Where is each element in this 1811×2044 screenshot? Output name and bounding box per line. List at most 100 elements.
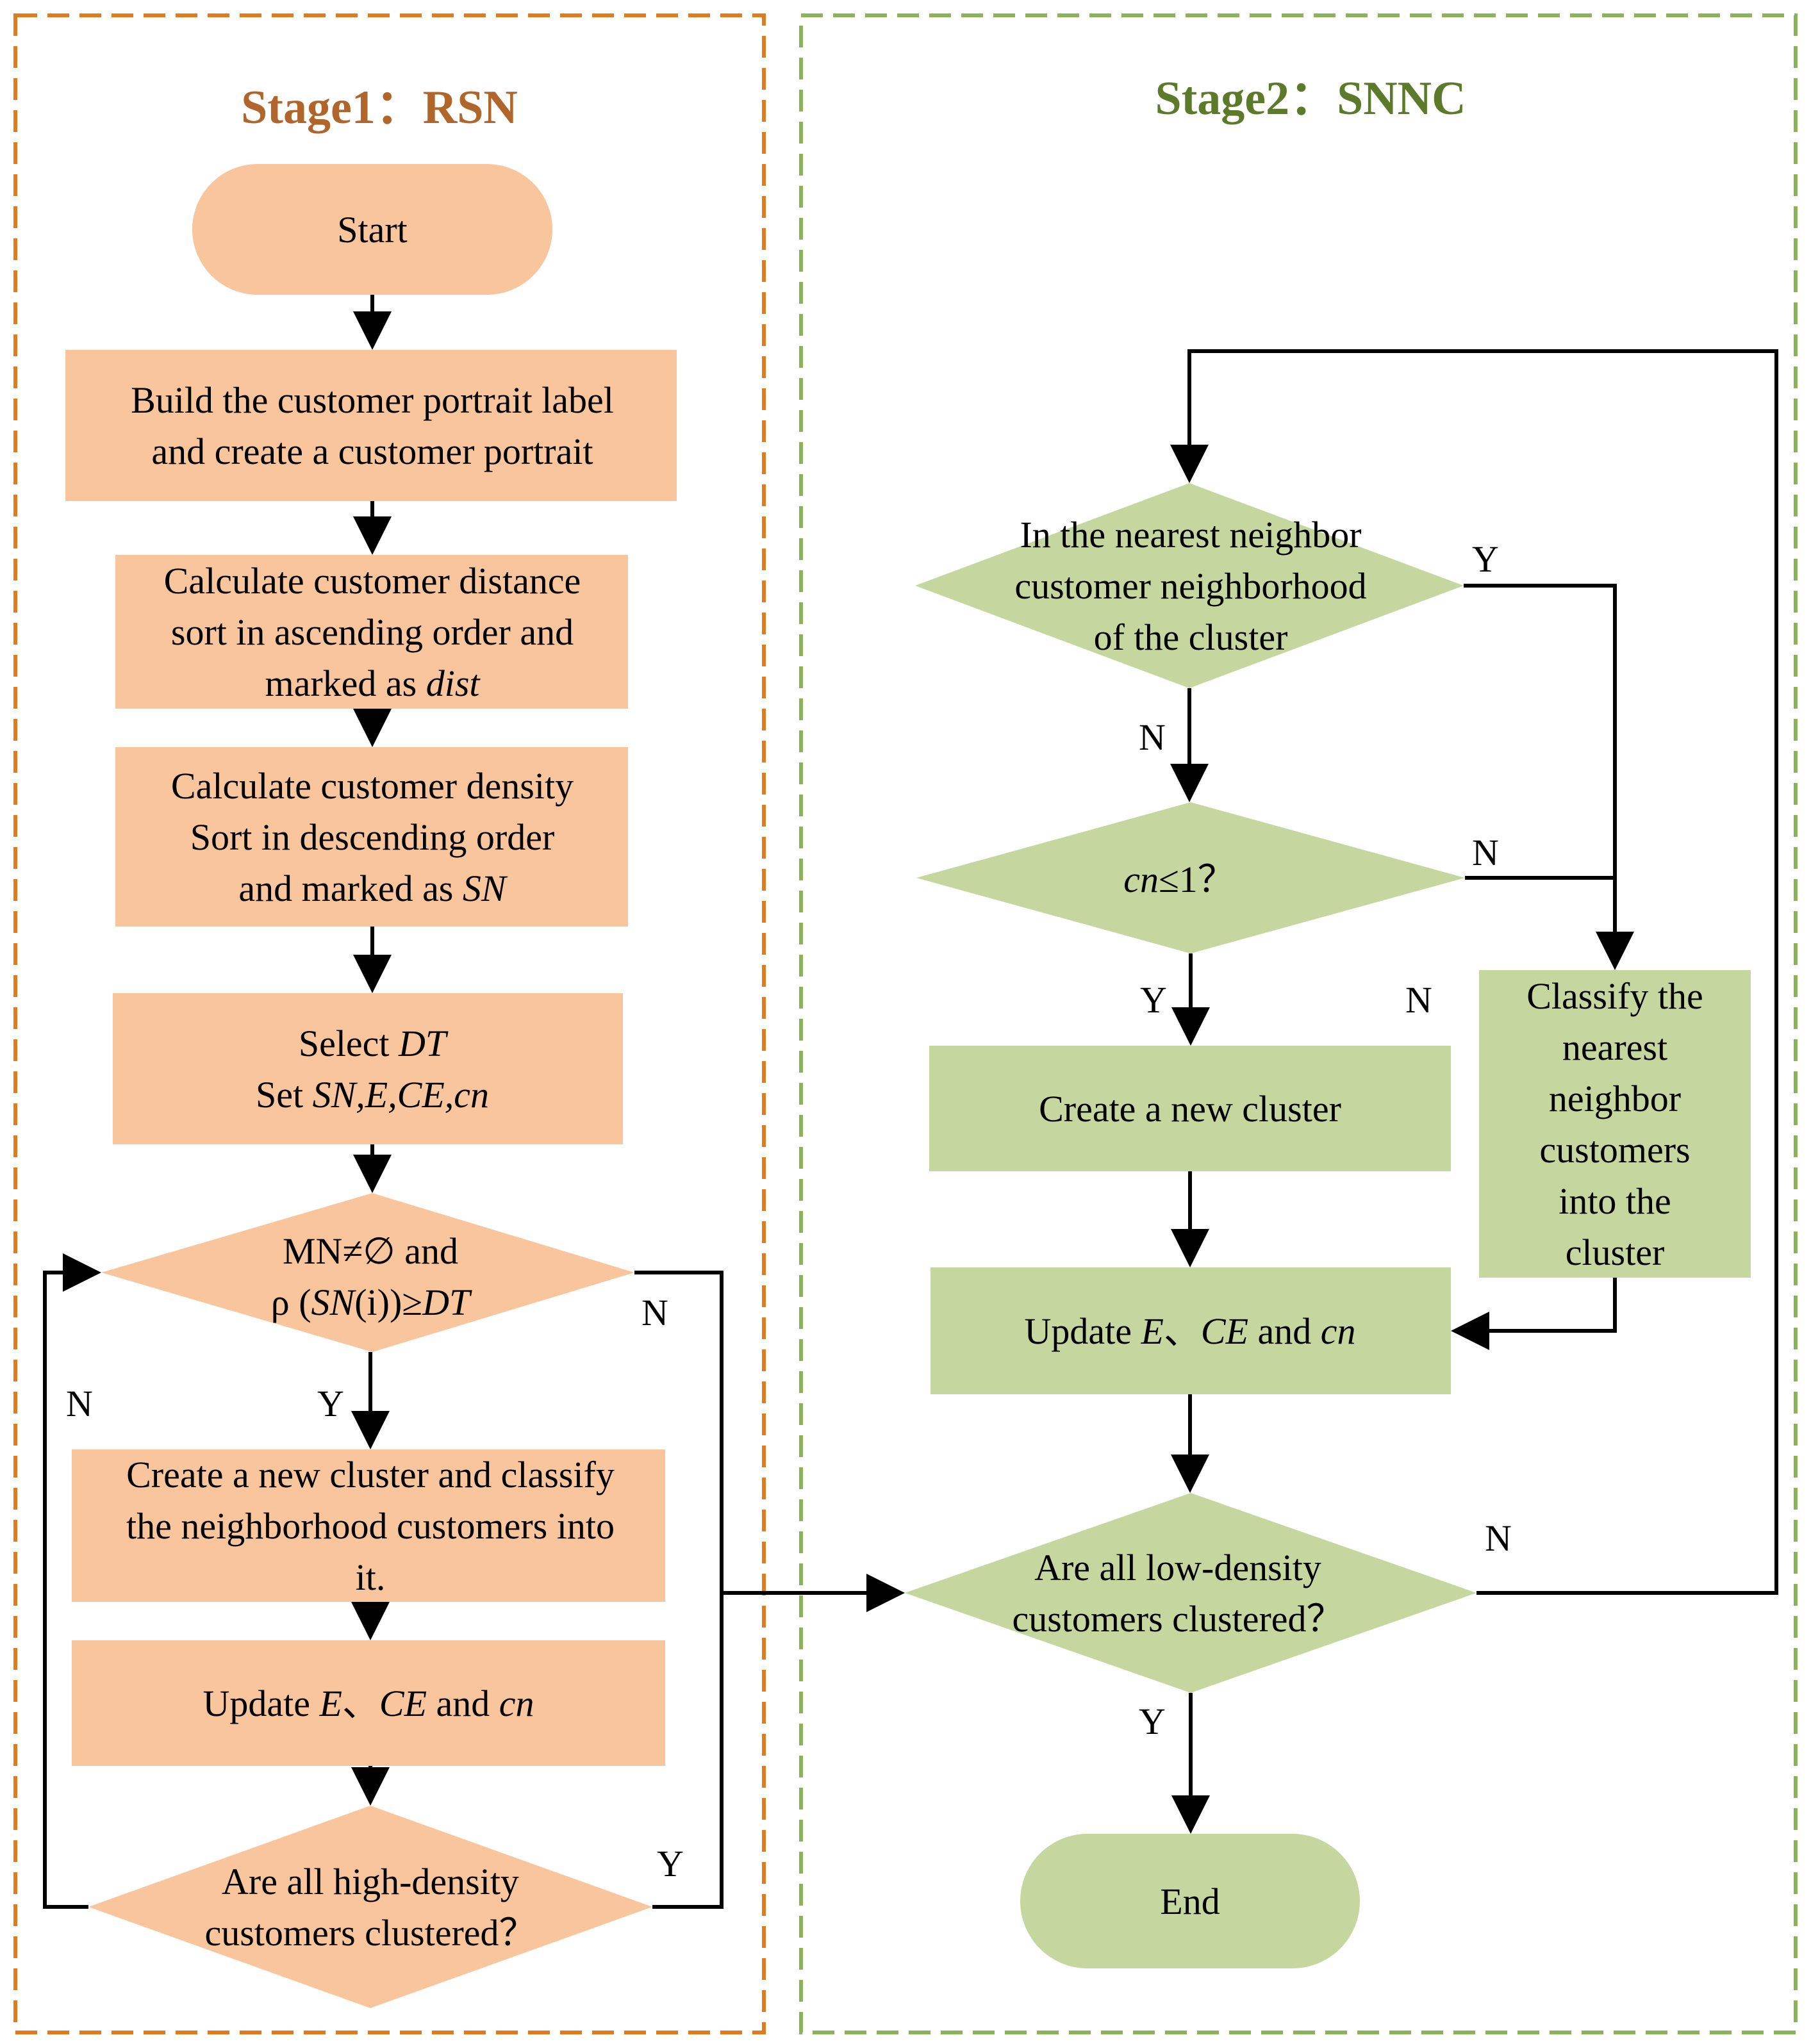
node-text-run: CE [1201, 1310, 1248, 1352]
node-text-run: Calculate customer distance [164, 560, 581, 602]
edge-classify-update2 [1451, 1278, 1617, 1350]
cond-nn-diamond [915, 483, 1464, 688]
node-text-run: neighbor [1549, 1078, 1681, 1119]
node-text-run: and [427, 1683, 499, 1724]
node-text-line: it. [356, 1556, 386, 1598]
node-text-run: nearest [1562, 1026, 1667, 1068]
node-text-run: Select [299, 1023, 399, 1064]
label-nn-no: N [1139, 716, 1166, 758]
node-text-line: sort in ascending order and [171, 611, 574, 653]
node-text-line: Calculate customer density [171, 765, 574, 807]
node-text-run: Start [337, 209, 408, 251]
node-text-run: Build the customer portrait label [131, 379, 614, 421]
node-text-run: Update [1024, 1310, 1141, 1352]
node-text-line: the neighborhood customers into [126, 1505, 615, 1547]
cond-cn-label: cn≤1？ [1123, 859, 1235, 900]
label-cn-no: N [1472, 832, 1499, 873]
node-text-run: DT [422, 1282, 472, 1323]
update1-box [72, 1640, 665, 1766]
node-text-line: Start [337, 209, 408, 251]
calc-density-box [115, 747, 628, 927]
node-text-run: Are all low-density [1034, 1547, 1321, 1588]
node-text-line: Update E、CE and cn [1024, 1310, 1355, 1352]
node-text-line: neighbor [1549, 1078, 1681, 1119]
edge-loop-top [1170, 349, 1778, 1595]
node-text-run: it. [356, 1556, 386, 1598]
node-text-run: customers [1539, 1129, 1690, 1171]
node-text-line: Build the customer portrait label [131, 379, 614, 421]
update1-label: Update E、CE and cn [203, 1683, 534, 1724]
node-text-line: End [1160, 1881, 1220, 1922]
cond-mn-label: MN≠∅ and ρ (SN(i))≥DT [271, 1230, 472, 1323]
start-label: Start [337, 209, 408, 251]
node-text-line: Calculate customer distance [164, 560, 581, 602]
node-text-line: customer neighborhood [1014, 565, 1366, 607]
node-text-run: cn [1123, 859, 1159, 900]
node-text-run: SN,E,CE,cn [313, 1074, 489, 1116]
node-text-run: customers clustered？ [1012, 1598, 1343, 1640]
node-text-run: DT [398, 1023, 449, 1064]
node-text-run: customers clustered？ [204, 1912, 536, 1954]
node-text-run: and [1248, 1310, 1321, 1352]
node-text-line: cn≤1？ [1123, 859, 1235, 900]
node-text-run: Are all high-density [222, 1861, 519, 1902]
node-text-run: Classify the [1526, 975, 1703, 1017]
node-text-run: sort in ascending order and [171, 611, 574, 653]
node-text-line: marked as dist [265, 663, 481, 704]
node-text-line: ρ (SN(i))≥DT [271, 1282, 472, 1323]
node-text-run: Set [256, 1074, 313, 1116]
node-text-line: of the cluster [1094, 616, 1288, 658]
edge-condhigh-loop [43, 1253, 101, 1909]
create-cluster-box [72, 1449, 665, 1602]
update2-box [930, 1267, 1451, 1394]
node-text-line: Set SN,E,CE,cn [256, 1074, 489, 1116]
stage1-frame [13, 13, 766, 2034]
node-text-line: Update E、CE and cn [203, 1683, 534, 1724]
edge-condmn-no [634, 1271, 724, 1593]
node-text-line: cluster [1566, 1232, 1665, 1273]
node-text-run: Calculate customer density [171, 765, 574, 807]
create-cluster2-label: Create a new cluster [1039, 1088, 1341, 1130]
node-text-run: E [1140, 1310, 1163, 1352]
node-text-run: Sort in descending order [190, 816, 555, 858]
node-text-run: MN≠∅ and [283, 1230, 458, 1272]
cond-high-diamond [88, 1806, 652, 2008]
end-terminal [1020, 1834, 1360, 1968]
node-text-run: CE [379, 1683, 427, 1724]
label-nn-yes: Y [1472, 538, 1499, 580]
node-text-run: customer neighborhood [1014, 565, 1366, 607]
stage2-title: Stage2：SNNC [1155, 72, 1466, 125]
select-dt-box [113, 993, 623, 1144]
node-text-run: cn [1321, 1310, 1356, 1352]
label-mn-no: N [641, 1292, 668, 1333]
node-text-run: of the cluster [1094, 616, 1288, 658]
node-text-line: customers clustered？ [204, 1912, 536, 1954]
cond-cn-diamond [916, 802, 1465, 953]
cond-nn-label: In the nearest neighbor customer neighbor… [1014, 514, 1366, 658]
cond-high-label: Are all high-density customers clustered？ [204, 1861, 536, 1954]
node-text-run: and marked as [238, 868, 462, 909]
stage2-frame [799, 13, 1798, 2034]
node-text-line: customers [1539, 1129, 1690, 1171]
edge-condhigh-yes [652, 1593, 724, 1909]
end-label: End [1160, 1881, 1220, 1922]
classify-box [1479, 970, 1751, 1278]
cond-low-diamond [905, 1493, 1476, 1693]
node-text-run: ρ ( [271, 1282, 311, 1323]
update2-label: Update E、CE and cn [1024, 1310, 1355, 1352]
calc-distance-box [115, 555, 628, 709]
label-cn-yes: Y [1140, 979, 1167, 1021]
node-text-line: and marked as SN [238, 868, 508, 909]
label-high-yes: Y [657, 1843, 684, 1884]
node-text-run: In the nearest neighbor [1020, 514, 1361, 556]
label-cn-no-right: N [1405, 979, 1432, 1021]
node-text-line: customers clustered？ [1012, 1598, 1343, 1640]
node-text-run: dist [426, 663, 481, 704]
node-text-line: MN≠∅ and [283, 1230, 458, 1272]
node-text-run: Create a new cluster [1039, 1088, 1341, 1130]
node-text-run: marked as [265, 663, 426, 704]
